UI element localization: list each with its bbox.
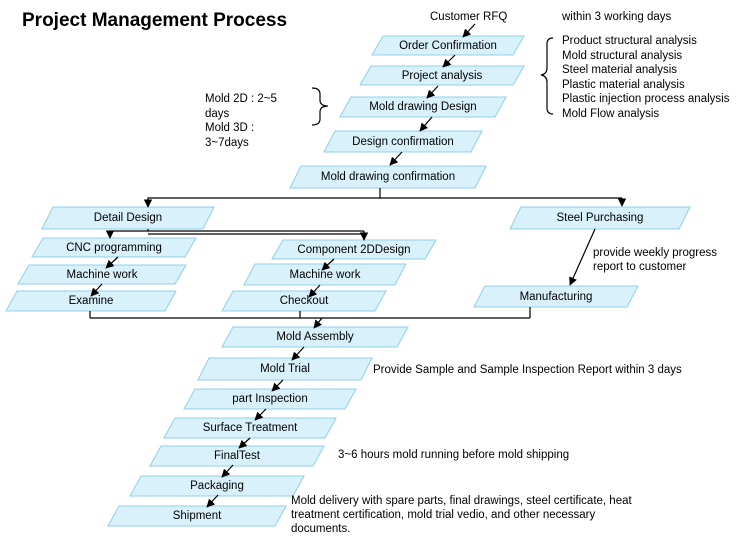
surface-treatment-label: Surface Treatment: [202, 422, 298, 434]
detail-to-cnc-line: [105, 229, 149, 239]
arrow-machine-to-checkout: [308, 284, 321, 298]
analysis-item: Mold structural analysis: [562, 49, 683, 62]
component-2d-design-label: Component 2DDesign: [297, 243, 411, 256]
final-test-box: [149, 445, 325, 467]
arrow-rfq-to-order: [462, 23, 476, 38]
detail-design-label: Detail Design: [93, 212, 163, 224]
note-line: provide weekly progress: [593, 247, 718, 259]
design-confirmation-box: [323, 130, 483, 153]
note-line: documents.: [291, 523, 351, 535]
weekly-progress-note: provide weekly progress report to custom…: [593, 246, 717, 274]
analysis-item: Plastic injection process analysis: [562, 93, 730, 105]
part-inspection-box: [183, 388, 357, 410]
arrow-packaging-to-shipment: [206, 494, 219, 508]
cnc-programming-label: CNC programming: [66, 241, 162, 254]
final-test-label: FinalTest: [213, 450, 261, 462]
shipment-label: Shipment: [172, 510, 222, 522]
mold-time-line: Mold 3D :: [205, 122, 255, 134]
analysis-item: Mold Flow analysis: [562, 107, 660, 120]
detail-design-box: [41, 206, 215, 230]
mold-drawing-design-box: [339, 96, 507, 118]
surface-treatment-box: [163, 417, 337, 439]
manufacturing-label: Manufacturing: [519, 290, 593, 303]
mold-drawing-confirmation-label: Mold drawing confirmation: [320, 171, 456, 183]
arrow-cnc-to-machine: [105, 256, 119, 269]
order-confirmation-label: Order Confirmation: [399, 39, 497, 52]
checkout-label: Checkout: [279, 295, 329, 307]
mold-running-note: 3~6 hours mold running before mold shipp…: [338, 449, 570, 461]
mold-time-bracket: [311, 87, 329, 126]
packaging-box: [129, 475, 305, 497]
mold-drawing-design-label: Mold drawing Design: [369, 101, 477, 113]
arrow-component-to-machine: [321, 258, 335, 271]
mold-time-line: days: [205, 107, 230, 120]
arrow-analysis-to-mold-design: [426, 85, 439, 99]
mold-trial-label: Mold Trial: [260, 363, 310, 375]
arrow-order-to-analysis: [442, 54, 456, 68]
mold-assembly-label: Mold Assembly: [276, 331, 354, 343]
component-2d-design-box: [271, 239, 437, 260]
analysis-item: Product structural analysis: [562, 35, 697, 47]
arrow-design-to-drawing-confirm: [389, 151, 403, 166]
manufacturing-box: [473, 285, 639, 308]
note-line: treatment certification, mold trial vedi…: [291, 509, 596, 521]
examine-label: Examine: [68, 295, 114, 307]
mold-time-line: 3~7days: [205, 136, 249, 149]
mold-time-line: Mold 2D : 2~5: [205, 93, 277, 105]
project-analysis-box: [359, 65, 525, 86]
arrow-final-to-packaging: [221, 464, 234, 478]
machine-work-1-label: Machine work: [66, 268, 138, 281]
order-confirmation-box: [371, 35, 525, 56]
arrow-inspection-to-surface: [254, 408, 267, 421]
arrow-surface-to-final: [238, 437, 251, 449]
rfq-timing-note: within 3 working days: [562, 11, 672, 23]
sample-report-note: Provide Sample and Sample Inspection Rep…: [373, 364, 682, 376]
part-inspection-label: part Inspection: [232, 393, 308, 405]
arrow-machine-to-examine: [90, 283, 103, 297]
note-line: Mold delivery with spare parts, final dr…: [291, 495, 632, 507]
project-analysis-label: Project analysis: [401, 69, 483, 82]
page-title: Project Management Process: [22, 10, 288, 31]
steel-purchasing-label: Steel Purchasing: [556, 212, 644, 224]
note-line: report to customer: [593, 261, 687, 273]
branch-line: [143, 188, 381, 208]
checkout-box: [221, 290, 387, 312]
mold-assembly-box: [221, 326, 409, 348]
analysis-item: Plastic material analysis: [562, 78, 685, 91]
arrow-trial-to-inspection: [271, 379, 284, 392]
examine-box: [5, 290, 177, 312]
mold-trial-box: [197, 357, 373, 381]
machine-work-1-box: [17, 264, 187, 285]
arrow-steel-to-manufacturing: [569, 228, 596, 286]
packaging-label: Packaging: [190, 480, 244, 492]
machine-work-2-label: Machine work: [289, 268, 361, 281]
delivery-note: Mold delivery with spare parts, final dr…: [291, 494, 632, 536]
analysis-item: Steel material analysis: [562, 64, 678, 76]
cnc-programming-box: [31, 237, 197, 258]
customer-rfq-label: Customer RFQ: [430, 11, 508, 23]
steel-purchasing-box: [509, 206, 691, 230]
shipment-box: [107, 505, 287, 527]
arrow-assembly-to-trial: [291, 346, 305, 361]
analysis-bracket: [540, 37, 554, 115]
mold-drawing-confirmation-box: [289, 165, 487, 189]
machine-work-2-box: [243, 263, 407, 286]
arrow-merge-to-assembly: [313, 317, 323, 329]
arrow-mold-design-to-confirm: [419, 116, 433, 132]
design-confirmation-label: Design confirmation: [352, 135, 454, 148]
mold-time-notes: Mold 2D : 2~5 days Mold 3D : 3~7days: [205, 92, 277, 150]
